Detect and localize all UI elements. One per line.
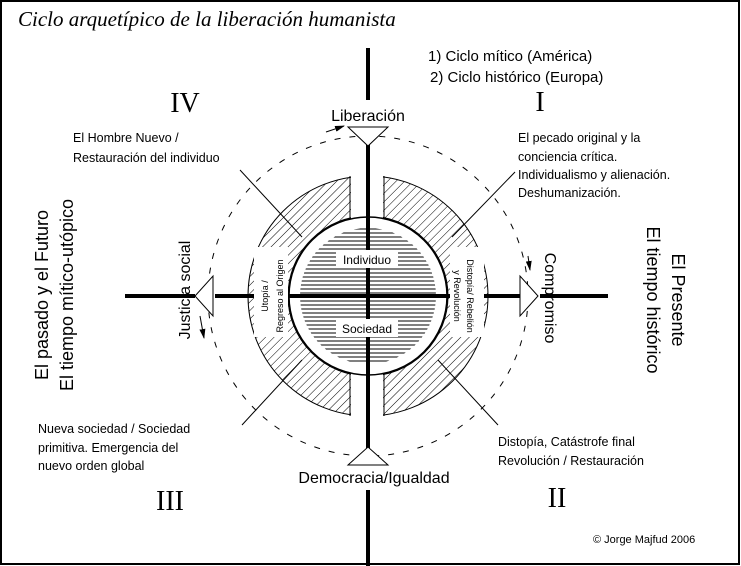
axis-label-liberacion: Liberación xyxy=(331,108,405,125)
svg-text:nuevo orden global: nuevo orden global xyxy=(38,459,144,473)
axis-triangles xyxy=(194,126,539,466)
note-q2: Distopía, Catástrofe final Revolución / … xyxy=(498,435,644,468)
svg-text:Restauración del individuo: Restauración del individuo xyxy=(73,151,220,165)
quadrant-ii: II xyxy=(548,483,567,514)
center-label-individuo: Individuo xyxy=(343,253,391,267)
quadrant-i: I xyxy=(535,87,544,118)
svg-text:Revolución / Restauración: Revolución / Restauración xyxy=(498,454,644,468)
axis-label-democracia: Democracia/Igualdad xyxy=(298,470,449,487)
svg-text:primitiva. Emergencia del: primitiva. Emergencia del xyxy=(38,441,178,455)
ring-label-right-1: Distopía/ Rebelión xyxy=(465,259,475,333)
note-q4: El Hombre Nuevo / Restauración del indiv… xyxy=(73,131,220,165)
svg-text:El Hombre Nuevo /: El Hombre Nuevo / xyxy=(73,131,179,145)
hatched-ring xyxy=(247,176,489,416)
legend-item-2: 2) Ciclo histórico (Europa) xyxy=(430,69,603,86)
svg-text:El pecado original y la: El pecado original y la xyxy=(518,131,640,145)
axes xyxy=(125,48,608,566)
svg-text:Individualismo y alienación.: Individualismo y alienación. xyxy=(518,168,670,182)
side-left-line1: El pasado y el Futuro xyxy=(32,210,52,380)
center-label-sociedad: Sociedad xyxy=(342,322,392,336)
cycle-arrows xyxy=(199,125,532,339)
title: Ciclo arquetípico de la liberación human… xyxy=(18,7,396,31)
note-q1: El pecado original y la conciencia críti… xyxy=(518,131,670,200)
ring-label-left-1: Utopía / xyxy=(260,280,270,312)
axis-label-compromiso: Compromiso xyxy=(541,253,558,344)
svg-text:Deshumanización.: Deshumanización. xyxy=(518,186,621,200)
axis-label-justicia: Justicia social xyxy=(177,241,194,340)
svg-text:conciencia crítica.: conciencia crítica. xyxy=(518,150,617,164)
note-q3: Nueva sociedad / Sociedad primitiva. Eme… xyxy=(38,422,190,473)
quadrant-iii: III xyxy=(156,486,184,517)
svg-text:Nueva sociedad / Sociedad: Nueva sociedad / Sociedad xyxy=(38,422,190,436)
legend-item-1: 1) Ciclo mítico (América) xyxy=(428,48,592,65)
side-left-line2: El tiempo mítico-utópico xyxy=(57,199,77,391)
side-right-line1: El Presente xyxy=(668,253,688,346)
side-right-line2: El tiempo histórico xyxy=(643,226,663,373)
quadrant-iv: IV xyxy=(170,88,200,119)
copyright: © Jorge Majfud 2006 xyxy=(593,534,695,546)
ring-label-left-2: Regreso al Origen xyxy=(275,259,285,332)
svg-text:Distopía, Catástrofe final: Distopía, Catástrofe final xyxy=(498,435,635,449)
ring-label-right-2: y Revolución xyxy=(452,270,462,322)
